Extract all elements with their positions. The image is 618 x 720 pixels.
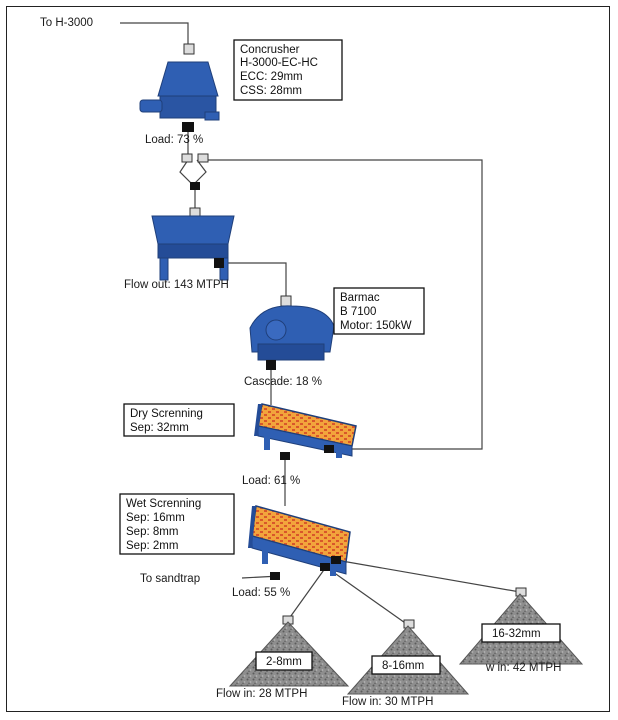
pile-size-2-8: 2-8mm (266, 656, 302, 668)
wet-screen-info-box: Wet Screnning Sep: 16mm Sep: 8mm Sep: 2m… (119, 493, 235, 555)
wet-screen-equipment (248, 505, 351, 580)
sandtrap-label: To sandtrap (140, 573, 200, 585)
dry-screen-name: Dry Screnning (130, 408, 203, 420)
dry-screen-equipment (254, 403, 357, 460)
dry-screen-load-label: Load: 61 % (242, 475, 300, 487)
pile-size-16-32: 16-32mm (492, 628, 541, 640)
barmac-vsi-crusher (249, 295, 335, 370)
crusher-css: CSS: 28mm (240, 85, 302, 97)
pile-size-8-16: 8-16mm (382, 660, 424, 672)
barmac-cascade-label: Cascade: 18 % (244, 376, 322, 388)
wet-screen-sep-3: Sep: 2mm (126, 540, 178, 552)
crusher-name: Concrusher (240, 44, 300, 56)
crusher-load-label: Load: 73 % (145, 134, 203, 146)
feeder-hopper (151, 207, 235, 281)
dry-screen-info-box: Dry Screnning Sep: 32mm (123, 403, 235, 437)
barmac-info-box: Barmac B 7100 Motor: 150kW (333, 287, 425, 335)
stockpile-8-16mm: 8-16mm (346, 619, 470, 695)
barmac-model: B 7100 (340, 306, 376, 318)
pile-flow-2-8: Flow in: 28 MTPH (216, 688, 307, 700)
crusher-ecc: ECC: 29mm (240, 71, 303, 83)
crusher-model: H-3000-EC-HC (240, 57, 318, 69)
barmac-name: Barmac (340, 292, 380, 304)
wet-screen-load-label: Load: 55 % (232, 587, 290, 599)
wet-screen-sep-2: Sep: 8mm (126, 526, 178, 538)
cone-crusher-equipment (139, 43, 220, 132)
stockpile-16-32mm: 16-32mm (458, 587, 584, 665)
splitter-chute (181, 153, 209, 190)
dry-screen-sep: Sep: 32mm (130, 422, 189, 434)
pile-flow-16-32: w in: 42 MTPH (485, 662, 561, 674)
wet-screen-sep-1: Sep: 16mm (126, 512, 185, 524)
pile-flow-8-16: Flow in: 30 MTPH (342, 696, 433, 708)
barmac-motor: Motor: 150kW (340, 320, 412, 332)
feed-label: To H-3000 (40, 17, 93, 29)
feeder-flow-label: Flow out: 143 MTPH (124, 279, 229, 291)
wet-screen-name: Wet Screnning (126, 498, 201, 510)
stockpile-2-8mm: 2-8mm (228, 615, 350, 687)
crusher-info-box: Concrusher H-3000-EC-HC ECC: 29mm CSS: 2… (233, 39, 343, 101)
